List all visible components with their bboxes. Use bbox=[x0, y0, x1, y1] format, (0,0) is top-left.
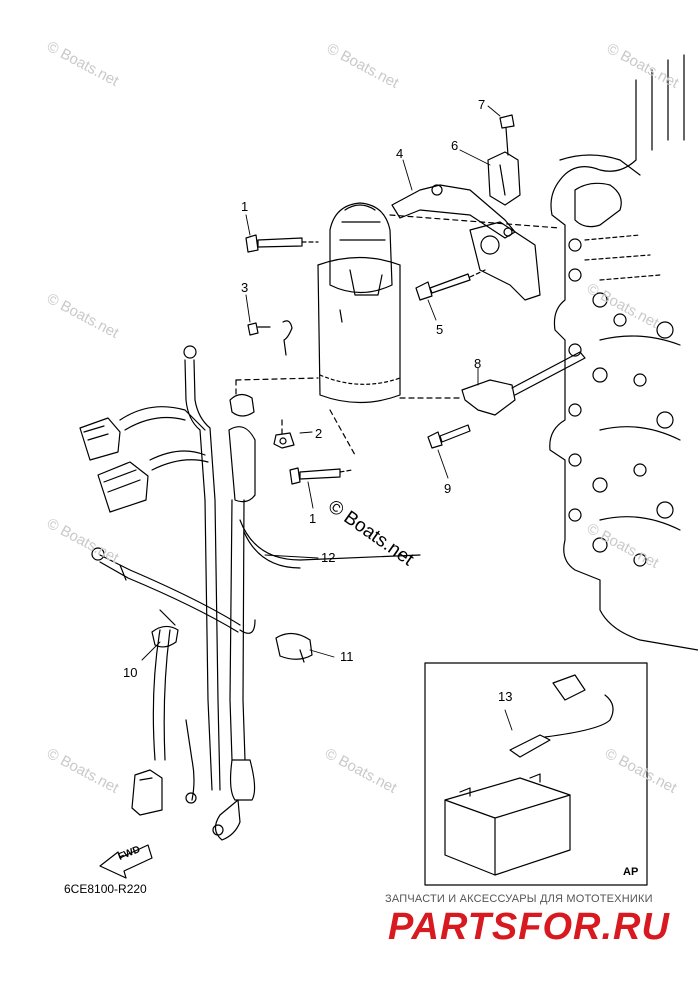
callout-8: 8 bbox=[474, 356, 482, 371]
callout-1-upper: 1 bbox=[241, 199, 249, 214]
footer-logo: PARTSFOR.RU bbox=[388, 906, 670, 948]
bolt-9 bbox=[427, 424, 471, 449]
footer-subtitle: ЗАПЧАСТИ И АКСЕССУАРЫ ДЛЯ МОТОТЕХНИКИ bbox=[385, 893, 653, 905]
nut-2 bbox=[273, 432, 295, 449]
callout-1-lower: 1 bbox=[309, 511, 317, 526]
callout-11: 11 bbox=[340, 649, 354, 664]
diagram-code: 6CE8100-R220 bbox=[64, 882, 147, 896]
bolt-3 bbox=[247, 320, 293, 356]
callout-7: 7 bbox=[478, 97, 486, 112]
clip-8 bbox=[461, 351, 586, 416]
callout-13: 13 bbox=[498, 689, 513, 704]
callout-6: 6 bbox=[451, 138, 459, 153]
callout-5: 5 bbox=[436, 322, 444, 337]
callout-9: 9 bbox=[444, 481, 452, 496]
ap-label: AP bbox=[623, 866, 639, 878]
bolt-7 bbox=[499, 114, 515, 156]
clamp-6 bbox=[487, 151, 521, 237]
fwd-arrow bbox=[99, 844, 153, 879]
inset-box bbox=[424, 662, 648, 886]
callout-3: 3 bbox=[241, 280, 249, 295]
wire-harness-12 bbox=[91, 345, 421, 841]
leader-lines bbox=[235, 214, 561, 456]
callout-4: 4 bbox=[396, 146, 404, 161]
callout-10: 10 bbox=[123, 665, 138, 680]
connectors bbox=[79, 417, 163, 816]
callout-12: 12 bbox=[321, 550, 336, 565]
starter-motor bbox=[317, 202, 401, 404]
engine-block bbox=[549, 54, 698, 651]
bolt-5 bbox=[415, 269, 486, 301]
clamp-11 bbox=[275, 632, 313, 663]
clamp-10 bbox=[151, 625, 179, 648]
bolt-1-lower bbox=[289, 467, 353, 485]
callout-leaders bbox=[141, 105, 501, 661]
damper bbox=[229, 393, 255, 417]
callout-2: 2 bbox=[315, 426, 323, 441]
bracket-4 bbox=[391, 184, 541, 301]
bolt-1-upper bbox=[245, 234, 319, 253]
